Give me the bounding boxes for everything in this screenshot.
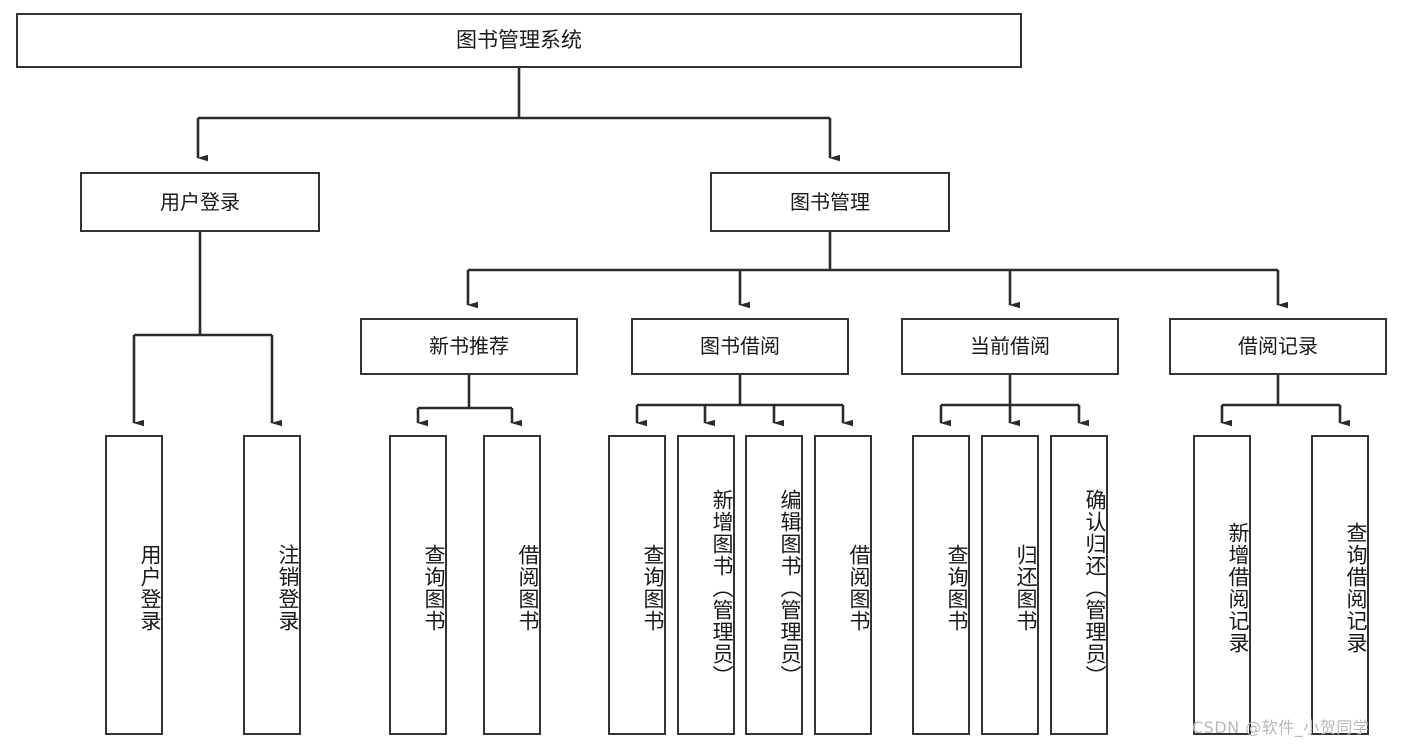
node-label: 图书借阅 bbox=[700, 334, 780, 358]
node-label: 查询图书 bbox=[945, 544, 969, 632]
node-label: 确认归还（管理员） bbox=[1083, 489, 1107, 687]
leaf-user-login[interactable]: 用户登录 bbox=[105, 435, 163, 735]
node-label: 查询借阅记录 bbox=[1344, 522, 1368, 654]
leaf-user-logout[interactable]: 注销登录 bbox=[243, 435, 301, 735]
node-label: 借阅图书 bbox=[847, 544, 871, 632]
leaf-query-books-borrow[interactable]: 查询图书 bbox=[608, 435, 666, 735]
leaf-query-books-recommend[interactable]: 查询图书 bbox=[389, 435, 447, 735]
node-user-login-module[interactable]: 用户登录 bbox=[80, 172, 320, 232]
leaf-borrow-books-recommend[interactable]: 借阅图书 bbox=[483, 435, 541, 735]
node-label: 当前借阅 bbox=[970, 334, 1050, 358]
node-label: 新增借阅记录 bbox=[1226, 522, 1250, 654]
node-root-system[interactable]: 图书管理系统 bbox=[16, 13, 1022, 68]
leaf-add-borrow-record[interactable]: 新增借阅记录 bbox=[1193, 435, 1251, 735]
node-label: 查询图书 bbox=[641, 544, 665, 632]
node-label: 编辑图书（管理员） bbox=[778, 489, 802, 687]
node-label: 借阅记录 bbox=[1238, 334, 1318, 358]
leaf-add-book-admin[interactable]: 新增图书（管理员） bbox=[677, 435, 735, 735]
node-book-borrow[interactable]: 图书借阅 bbox=[631, 318, 849, 375]
leaf-query-borrow-record[interactable]: 查询借阅记录 bbox=[1311, 435, 1369, 735]
leaf-borrow-books[interactable]: 借阅图书 bbox=[814, 435, 872, 735]
node-borrow-records[interactable]: 借阅记录 bbox=[1169, 318, 1387, 375]
leaf-query-books-current[interactable]: 查询图书 bbox=[912, 435, 970, 735]
node-label: 图书管理 bbox=[790, 189, 870, 214]
node-label: 注销登录 bbox=[276, 544, 300, 632]
node-label: 新书推荐 bbox=[429, 334, 509, 358]
node-label: 查询图书 bbox=[422, 544, 446, 632]
node-label: 借阅图书 bbox=[516, 544, 540, 632]
node-current-borrow[interactable]: 当前借阅 bbox=[901, 318, 1119, 375]
leaf-confirm-return-admin[interactable]: 确认归还（管理员） bbox=[1050, 435, 1108, 735]
leaf-return-books[interactable]: 归还图书 bbox=[981, 435, 1039, 735]
node-book-management-module[interactable]: 图书管理 bbox=[710, 172, 950, 232]
leaf-edit-book-admin[interactable]: 编辑图书（管理员） bbox=[745, 435, 803, 735]
watermark: CSDN @软件_小贺同学 bbox=[1192, 718, 1370, 737]
node-label: 新增图书（管理员） bbox=[710, 489, 734, 687]
node-label: 图书管理系统 bbox=[456, 28, 582, 53]
node-new-book-recommend[interactable]: 新书推荐 bbox=[360, 318, 578, 375]
node-label: 用户登录 bbox=[160, 189, 240, 214]
node-label: 归还图书 bbox=[1014, 544, 1038, 632]
node-label: 用户登录 bbox=[138, 544, 162, 632]
